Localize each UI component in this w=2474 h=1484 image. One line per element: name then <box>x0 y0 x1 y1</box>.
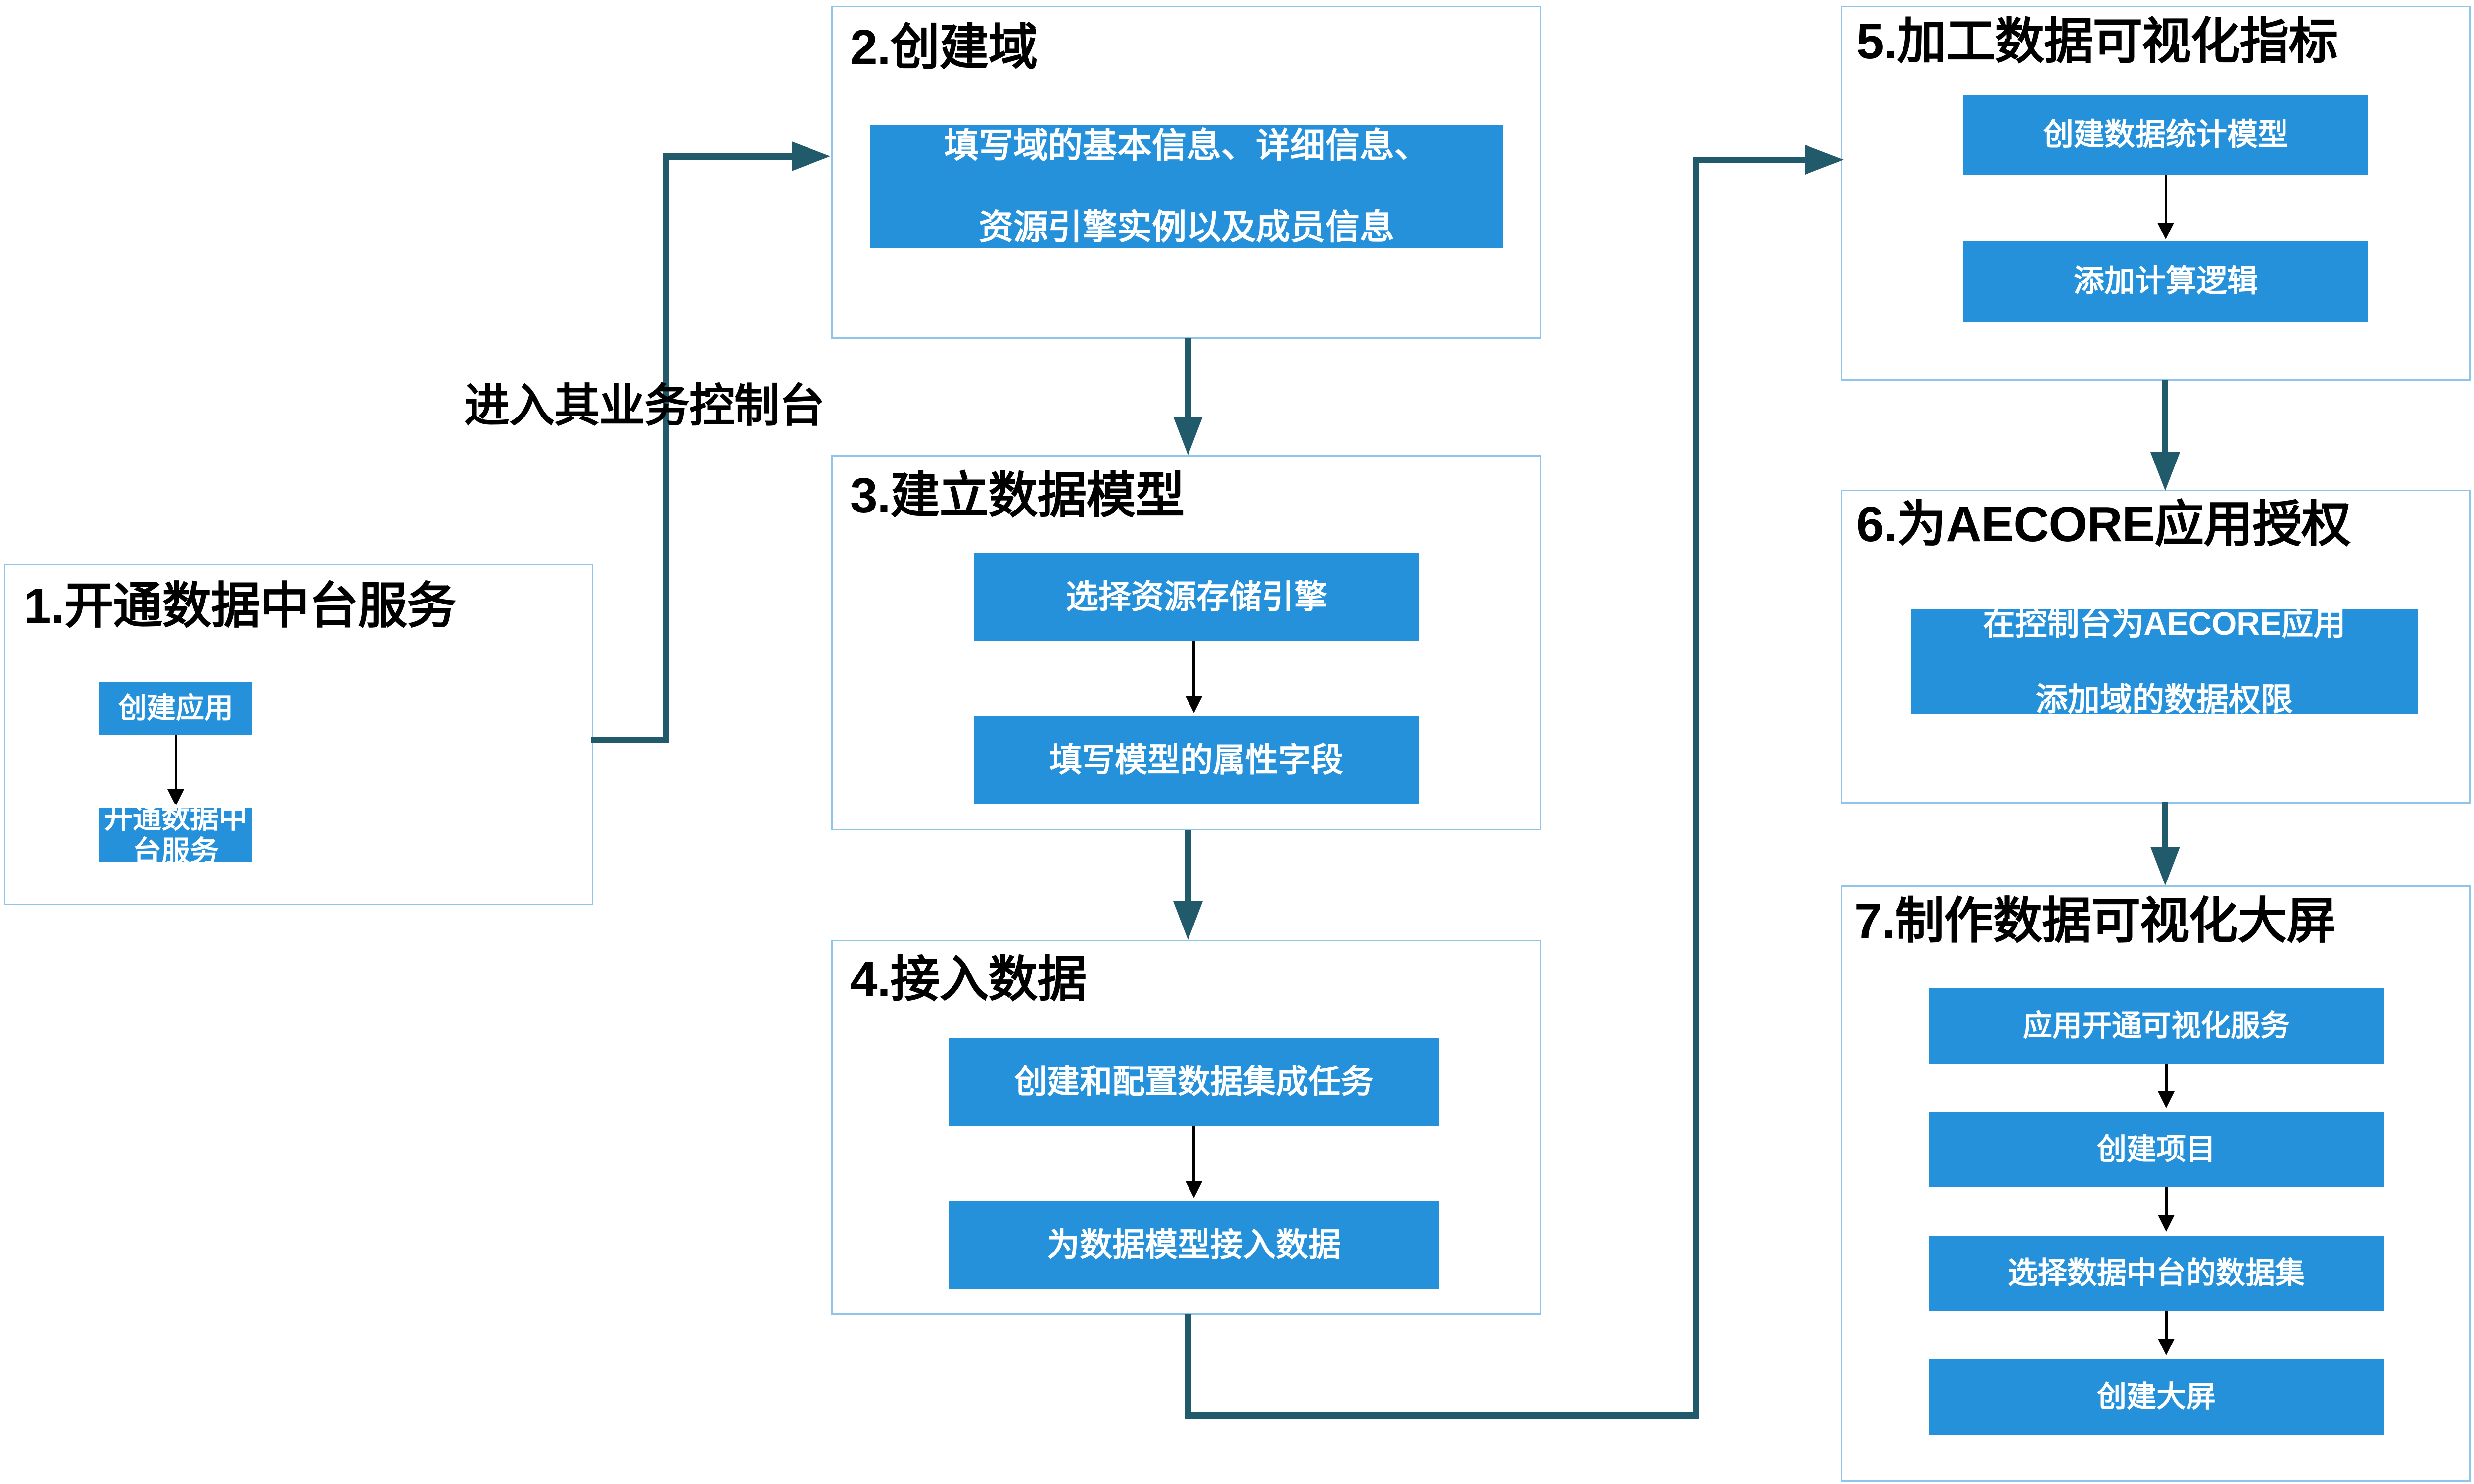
arrow-s4-a1-to-a2-head <box>1186 1181 1202 1198</box>
action-s2-a1-line2: 资源引擎实例以及成员信息 <box>979 208 1394 247</box>
action-s3-a1[interactable]: 选择资源存储引擎 <box>974 553 1419 641</box>
action-s7-a4-label: 创建大屏 <box>2097 1380 2216 1413</box>
connector-4-to-5-segment-down <box>1185 1314 1191 1419</box>
connector-4-to-5-segment-up <box>1693 157 1699 1416</box>
edge-label-enter-console: 进入其业务控制台 <box>464 381 825 431</box>
arrow-s7-a2-to-a3-head <box>2158 1215 2175 1232</box>
arrow-s3-a1-to-a2-head <box>1186 696 1202 713</box>
action-s4-a1-label: 创建和配置数据集成任务 <box>1014 1063 1374 1100</box>
action-s7-a1[interactable]: 应用开通可视化服务 <box>1929 988 2384 1064</box>
arrow-s1-a1-to-a2-line <box>175 735 177 794</box>
action-s1-a2-label: 开通数据中台服务 <box>104 801 248 868</box>
connector-5-to-6-arrowhead <box>2150 452 2180 491</box>
step-5-title: 5.加工数据可视化指标 <box>1856 14 2338 69</box>
connector-1-to-2-arrowhead <box>792 141 830 171</box>
connector-3-to-4-line <box>1185 830 1191 903</box>
arrow-s7-a3-to-a4-line <box>2165 1311 2168 1344</box>
arrow-s7-a1-to-a2-line <box>2165 1064 2168 1096</box>
action-s6-a1-line1: 在控制台为AECORE应用 <box>1983 605 2346 642</box>
action-s1-a1[interactable]: 创建应用 <box>99 682 252 735</box>
connector-1-to-2-segment-top <box>663 153 792 160</box>
action-s4-a2[interactable]: 为数据模型接入数据 <box>949 1201 1439 1289</box>
step-1-title: 1.开通数据中台服务 <box>24 578 456 634</box>
action-s5-a2-label: 添加计算逻辑 <box>2073 264 2258 299</box>
connector-4-to-5-segment-bottom <box>1185 1412 1699 1419</box>
action-s2-a1-line1: 填写域的基本信息、详细信息、 <box>944 126 1429 165</box>
step-6-title: 6.为AECORE应用授权 <box>1856 497 2351 552</box>
arrow-s7-a1-to-a2-head <box>2158 1091 2175 1108</box>
action-s3-a1-label: 选择资源存储引擎 <box>1066 578 1327 615</box>
connector-3-to-4-arrowhead <box>1173 901 1203 940</box>
arrow-s5-a1-to-a2-head <box>2157 223 2174 239</box>
arrow-s7-a2-to-a3-line <box>2165 1187 2168 1220</box>
action-s6-a1-line2: 添加域的数据权限 <box>2035 681 2293 718</box>
action-s5-a1[interactable]: 创建数据统计模型 <box>1963 95 2368 175</box>
connector-2-to-3-arrowhead <box>1173 417 1203 455</box>
arrow-s1-a1-to-a2-head <box>167 789 184 806</box>
action-s2-a1-label: 填写域的基本信息、详细信息、 资源引擎实例以及成员信息 <box>875 125 1498 248</box>
step-4-title: 4.接入数据 <box>850 952 1087 1007</box>
connector-6-to-7-arrowhead <box>2150 847 2180 885</box>
step-2-title: 2.创建域 <box>850 20 1038 75</box>
connector-5-to-6-line <box>2162 380 2168 455</box>
action-s7-a3-label: 选择数据中台的数据集 <box>2008 1256 2305 1290</box>
action-s7-a1-label: 应用开通可视化服务 <box>2023 1009 2290 1042</box>
arrow-s7-a3-to-a4-head <box>2158 1339 2175 1355</box>
action-s3-a2-label: 填写模型的属性字段 <box>1049 742 1343 779</box>
action-s2-a1[interactable]: 填写域的基本信息、详细信息、 资源引擎实例以及成员信息 <box>870 125 1503 248</box>
connector-1-to-2-segment-vertical <box>663 153 669 740</box>
action-s5-a1-label: 创建数据统计模型 <box>2043 118 2288 152</box>
connector-2-to-3-line <box>1185 338 1191 418</box>
action-s1-a2[interactable]: 开通数据中台服务 <box>99 802 252 868</box>
action-s1-a1-label: 创建应用 <box>118 692 233 724</box>
action-s4-a2-label: 为数据模型接入数据 <box>1047 1226 1341 1263</box>
action-s7-a2[interactable]: 创建项目 <box>1929 1112 2384 1187</box>
step-7-title: 7.制作数据可视化大屏 <box>1855 893 2336 949</box>
arrow-s5-a1-to-a2-line <box>2165 175 2167 228</box>
connector-4-to-5-arrowhead <box>1805 145 1844 175</box>
action-s4-a1[interactable]: 创建和配置数据集成任务 <box>949 1038 1439 1126</box>
action-s7-a4[interactable]: 创建大屏 <box>1929 1359 2384 1435</box>
action-s7-a3[interactable]: 选择数据中台的数据集 <box>1929 1236 2384 1311</box>
action-s6-a1[interactable]: 在控制台为AECORE应用 添加域的数据权限 <box>1911 605 2418 717</box>
action-s6-a1-label: 在控制台为AECORE应用 添加域的数据权限 <box>1916 605 2413 719</box>
arrow-s4-a1-to-a2-line <box>1192 1126 1195 1186</box>
arrow-s3-a1-to-a2-line <box>1192 641 1195 701</box>
action-s5-a2[interactable]: 添加计算逻辑 <box>1963 241 2368 322</box>
action-s3-a2[interactable]: 填写模型的属性字段 <box>974 716 1419 804</box>
connector-6-to-7-line <box>2162 802 2168 850</box>
step-3-title: 3.建立数据模型 <box>850 468 1185 523</box>
connector-4-to-5-segment-top <box>1693 157 1807 163</box>
action-s7-a2-label: 创建项目 <box>2097 1132 2216 1166</box>
connector-1-to-2-segment-bottom <box>591 737 669 743</box>
